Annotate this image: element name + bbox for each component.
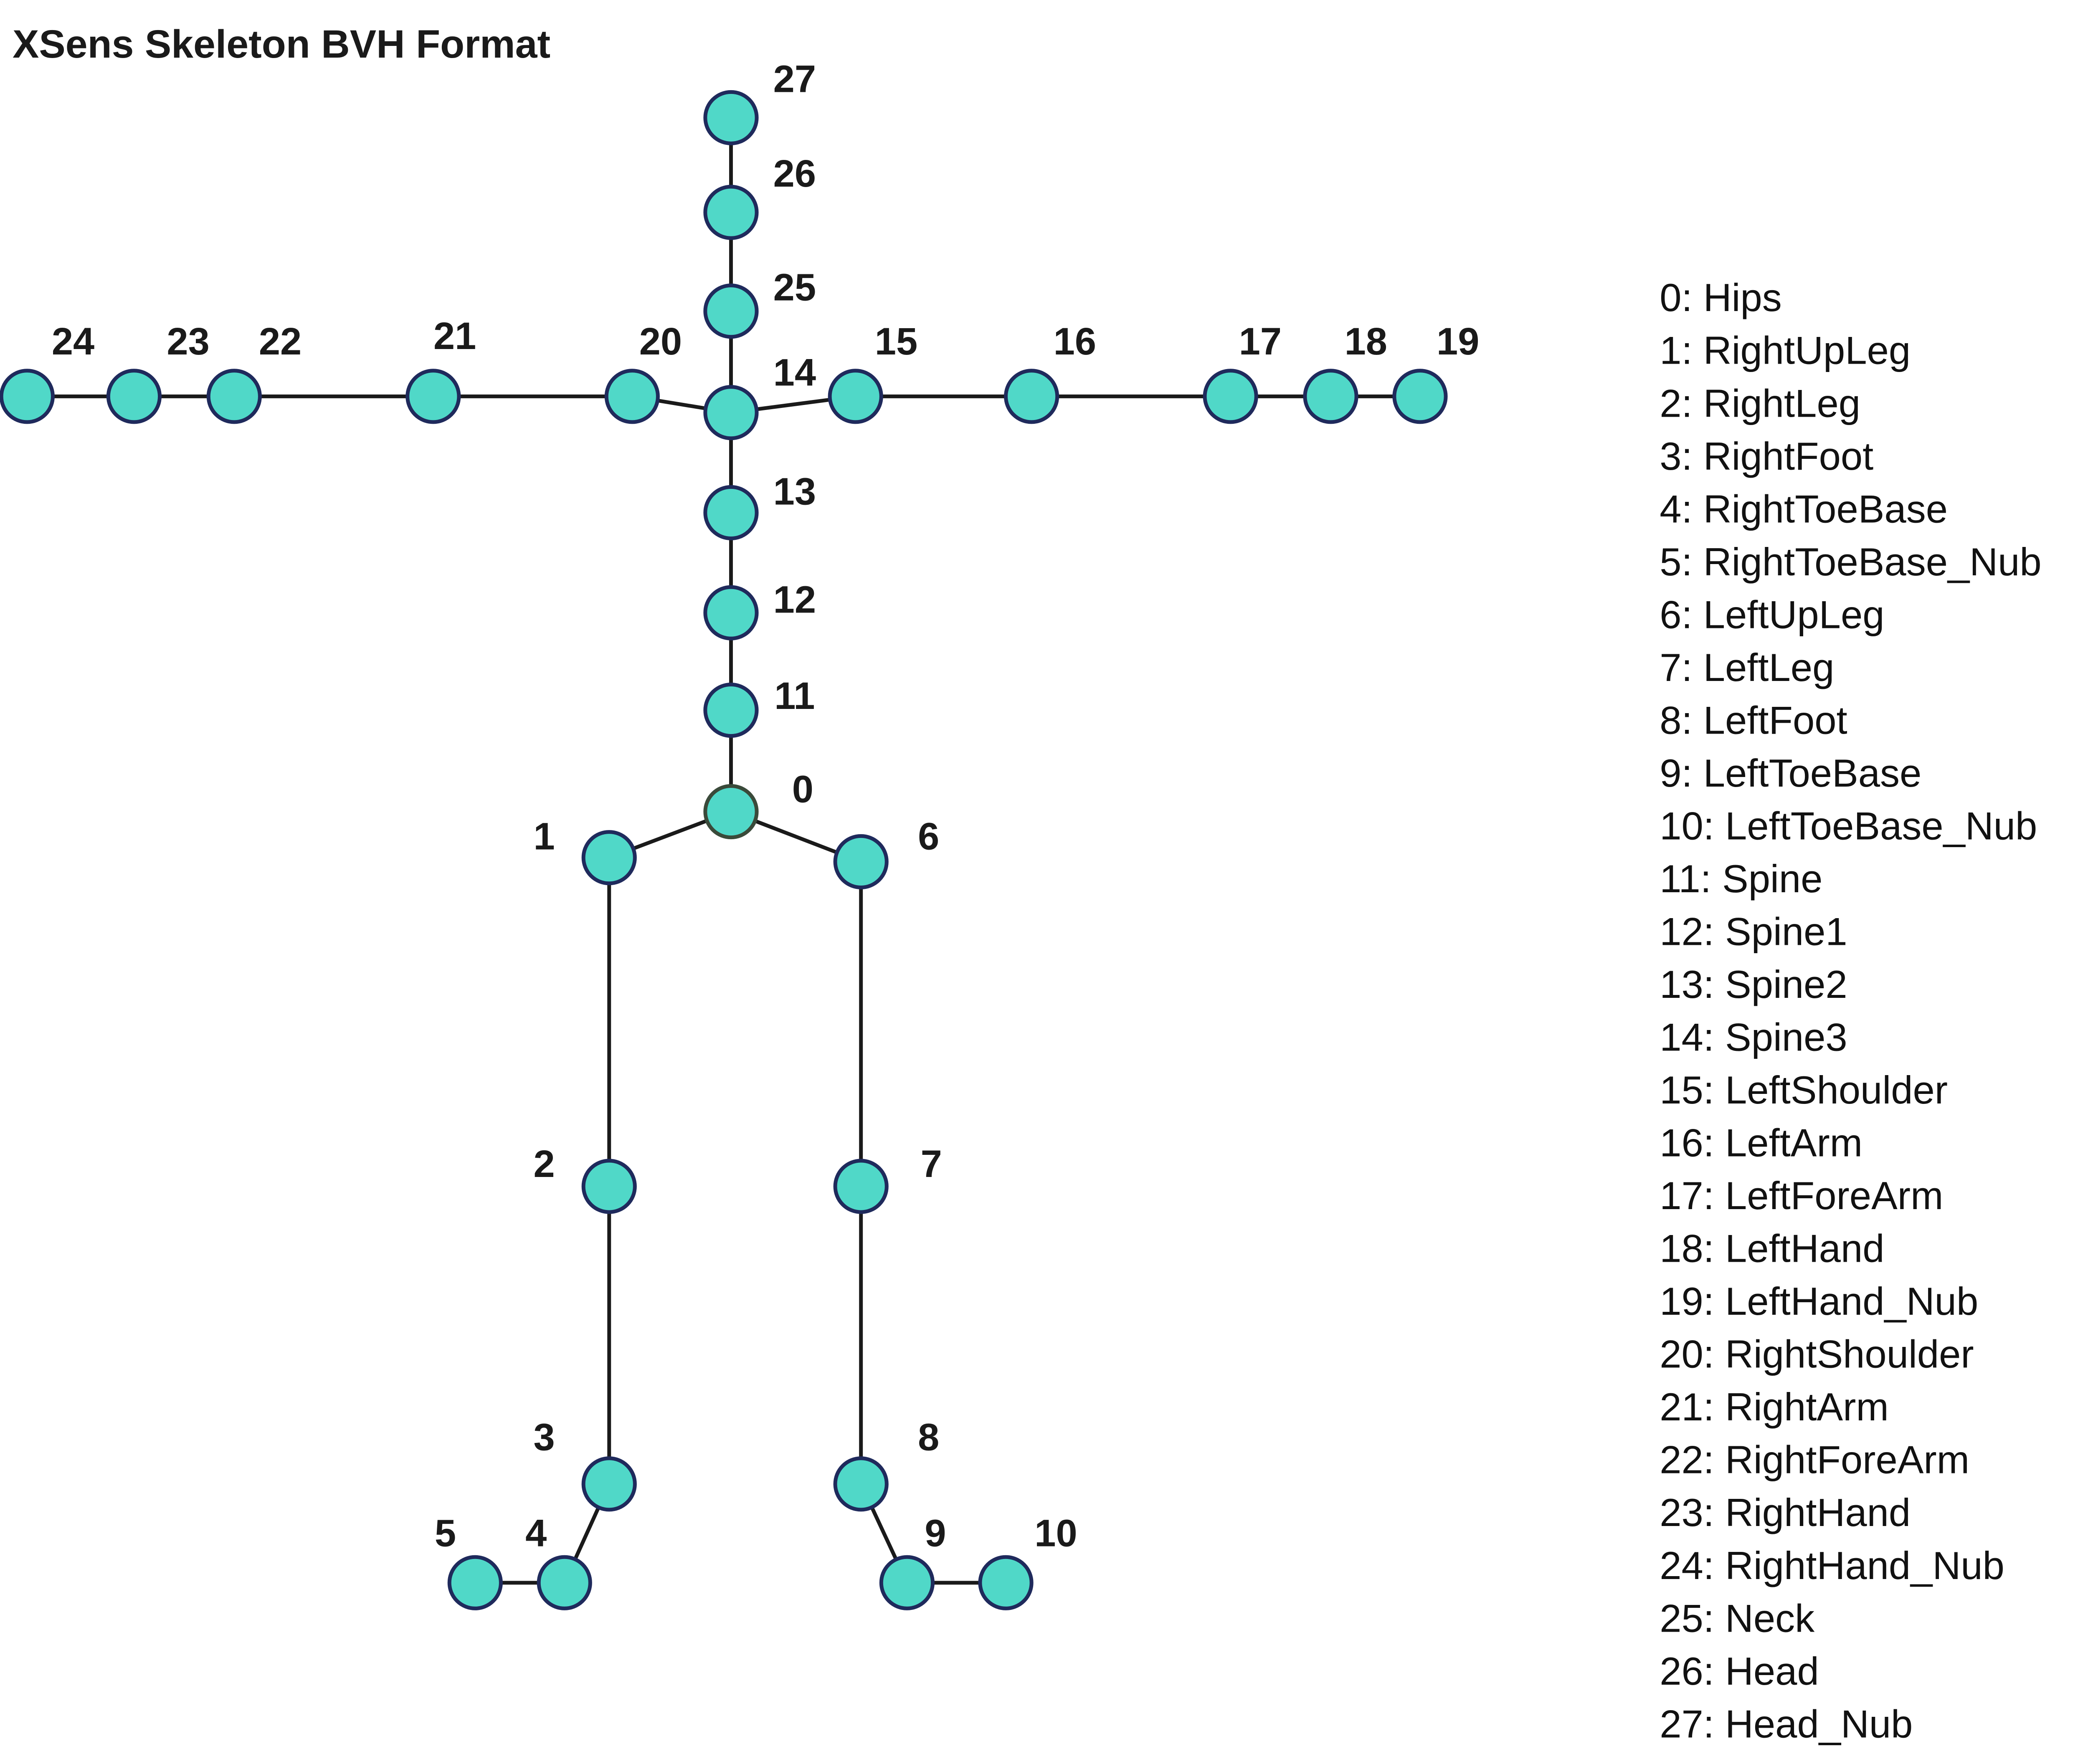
legend-item: 13: Spine2	[1660, 962, 1847, 1006]
legend-item: 18: LeftHand	[1660, 1227, 1884, 1270]
legend-item: 15: LeftShoulder	[1660, 1068, 1948, 1112]
joint-label-18: 18	[1345, 320, 1387, 363]
joint-node-lefttoebase-nub	[978, 1555, 1034, 1610]
joint-node-leftfoot	[833, 1456, 889, 1512]
joint-node-rightfoot	[581, 1456, 637, 1512]
joint-node-neck	[703, 283, 759, 339]
joint-label-21: 21	[433, 315, 476, 357]
legend-item: 5: RightToeBase_Nub	[1660, 540, 2041, 584]
joint-node-rightarm	[405, 369, 461, 424]
legend-item: 16: LeftArm	[1660, 1121, 1862, 1165]
legend-item: 10: LeftToeBase_Nub	[1660, 804, 2037, 848]
joint-label-24: 24	[52, 320, 94, 363]
joint-node-leftleg	[833, 1159, 889, 1214]
joint-node-lefttoebase	[879, 1555, 935, 1610]
joint-node-righthand	[106, 369, 162, 424]
joint-node-rightforearm	[206, 369, 262, 424]
joint-label-12: 12	[773, 579, 816, 621]
joint-label-16: 16	[1054, 320, 1096, 363]
legend-item: 22: RightForeArm	[1660, 1438, 1969, 1482]
joint-node-rightleg	[581, 1159, 637, 1214]
legend-item: 25: Neck	[1660, 1596, 1815, 1640]
joint-label-13: 13	[773, 471, 816, 513]
legend-item: 27: Head_Nub	[1660, 1702, 1913, 1746]
joint-label-2: 2	[534, 1143, 555, 1185]
joint-label-8: 8	[918, 1416, 939, 1458]
joint-label-23: 23	[167, 320, 209, 363]
joint-label-7: 7	[921, 1143, 942, 1185]
joint-label-14: 14	[773, 351, 816, 394]
legend-item: 11: Spine	[1660, 857, 1822, 901]
joint-node-head-nub	[703, 90, 759, 145]
legend-item: 3: RightFoot	[1660, 434, 1873, 478]
legend-item: 23: RightHand	[1660, 1491, 1911, 1534]
joint-node-spine3	[703, 385, 759, 440]
legend-item: 2: RightLeg	[1660, 381, 1860, 425]
joint-node-righthand-nub	[0, 369, 55, 424]
legend-item: 26: Head	[1660, 1649, 1819, 1693]
joint-label-15: 15	[875, 320, 917, 363]
legend-item: 17: LeftForeArm	[1660, 1174, 1943, 1217]
joint-label-19: 19	[1437, 320, 1479, 363]
legend-item: 19: LeftHand_Nub	[1660, 1279, 1978, 1323]
joint-label-26: 26	[773, 152, 816, 195]
joint-node-leftforearm	[1203, 369, 1258, 424]
joint-node-hips	[703, 784, 759, 840]
joint-label-4: 4	[525, 1512, 547, 1554]
joint-label-27: 27	[773, 58, 816, 100]
legend-item: 14: Spine3	[1660, 1015, 1847, 1059]
joint-label-3: 3	[534, 1416, 555, 1458]
joint-label-17: 17	[1239, 320, 1282, 363]
joint-node-spine	[703, 682, 759, 738]
legend: 0: Hips 1: RightUpLeg 2: RightLeg 3: RightF…	[1660, 276, 2041, 1746]
joint-label-5: 5	[435, 1512, 456, 1554]
joint-label-9: 9	[925, 1512, 946, 1554]
joint-node-spine2	[703, 485, 759, 541]
joint-node-lefthand-nub	[1392, 369, 1448, 424]
joint-node-righttoebase-nub	[447, 1555, 503, 1610]
joint-label-10: 10	[1034, 1512, 1077, 1554]
legend-item: 0: Hips	[1660, 276, 1782, 319]
joint-node-rightupleg	[581, 830, 637, 886]
legend-item: 24: RightHand_Nub	[1660, 1544, 2004, 1587]
legend-item: 4: RightToeBase	[1660, 487, 1948, 531]
legend-item: 20: RightShoulder	[1660, 1332, 1974, 1376]
legend-item: 12: Spine1	[1660, 909, 1847, 953]
joint-node-head	[703, 185, 759, 240]
joint-label-20: 20	[639, 320, 682, 363]
joint-node-leftupleg	[833, 834, 889, 889]
legend-item: 21: RightArm	[1660, 1385, 1889, 1429]
legend-item: 8: LeftFoot	[1660, 698, 1847, 742]
joint-label-0: 0	[792, 768, 813, 810]
joint-node-rightshoulder	[604, 369, 660, 424]
legend-item: 1: RightUpLeg	[1660, 329, 1911, 372]
joint-node-leftarm	[1004, 369, 1059, 424]
joint-label-11: 11	[774, 675, 815, 717]
legend-item: 6: LeftUpLeg	[1660, 592, 1884, 636]
legend-item: 9: LeftToeBase	[1660, 751, 1921, 795]
joint-label-6: 6	[918, 815, 939, 858]
joint-label-25: 25	[773, 266, 816, 309]
joint-label-1: 1	[534, 815, 555, 858]
joint-node-spine1	[703, 585, 759, 640]
joint-node-lefthand	[1303, 369, 1358, 424]
joint-label-22: 22	[259, 320, 302, 363]
joints-layer	[0, 90, 1448, 1610]
legend-item: 7: LeftLeg	[1660, 645, 1834, 689]
joint-node-righttoebase	[537, 1555, 592, 1610]
diagram-title: XSens Skeleton BVH Format	[13, 22, 550, 66]
joint-node-leftshoulder	[828, 369, 883, 424]
